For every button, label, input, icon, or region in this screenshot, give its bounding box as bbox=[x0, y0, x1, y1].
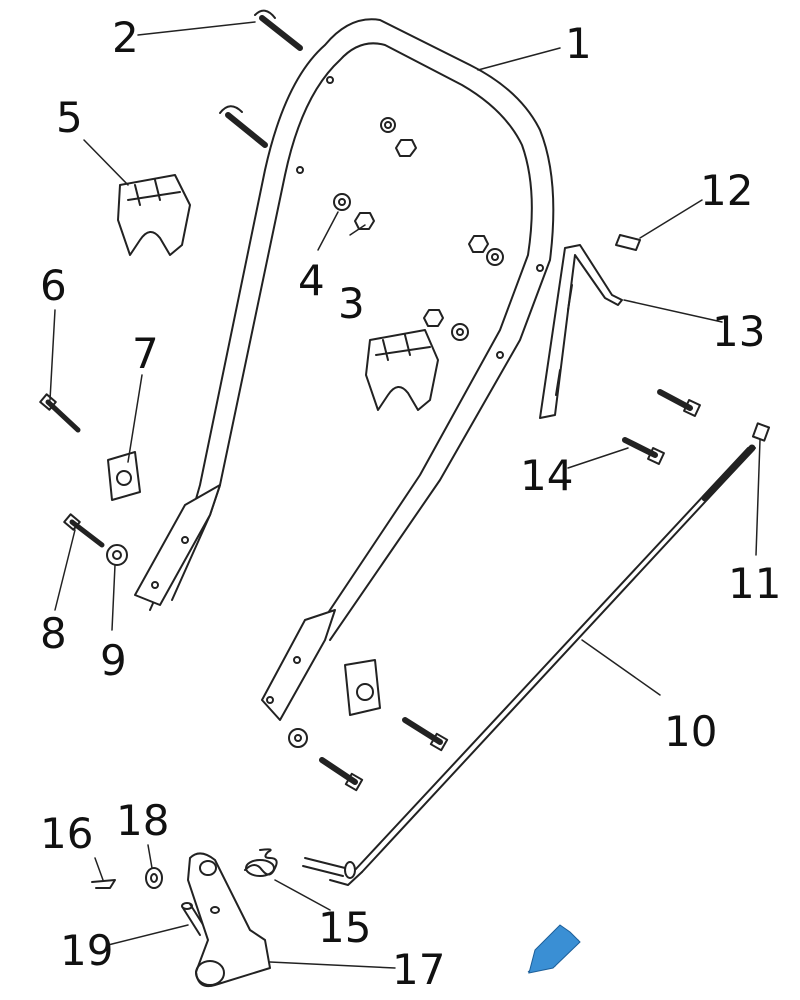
callout-11: 11 bbox=[728, 559, 781, 608]
leader-lines bbox=[49, 21, 761, 969]
clevis-pin bbox=[302, 857, 356, 879]
bolt-lower-b bbox=[319, 757, 364, 792]
bolt-14-upper bbox=[657, 389, 701, 417]
handle-frame bbox=[134, 18, 555, 721]
callout-4: 4 bbox=[298, 256, 325, 305]
bracket-13 bbox=[539, 244, 623, 419]
callout-10: 10 bbox=[664, 707, 717, 756]
callout-5: 5 bbox=[56, 93, 83, 142]
callout-labels: 1 2 3 4 5 6 7 8 9 10 11 12 13 14 15 16 1… bbox=[40, 13, 781, 994]
callout-9: 9 bbox=[100, 636, 127, 685]
callout-6: 6 bbox=[40, 261, 67, 310]
washer-9 bbox=[106, 544, 128, 566]
bolt-upper-second bbox=[219, 105, 268, 148]
callout-13: 13 bbox=[712, 307, 765, 356]
spring-15 bbox=[244, 848, 278, 877]
blue-arrow-icon bbox=[527, 924, 581, 974]
clip-nut-7 bbox=[107, 451, 141, 501]
bolt-lower-a bbox=[402, 717, 449, 752]
washer-lower bbox=[288, 728, 308, 748]
bolt-6 bbox=[39, 393, 81, 433]
washers-nuts-upper bbox=[333, 117, 504, 341]
callout-7: 7 bbox=[132, 329, 159, 378]
rod-cap-11 bbox=[751, 422, 771, 442]
callout-15: 15 bbox=[318, 903, 371, 952]
callout-8: 8 bbox=[40, 609, 67, 658]
control-rod bbox=[329, 444, 756, 886]
clip-nut-lower bbox=[344, 659, 381, 716]
cable-clip-mid bbox=[365, 329, 439, 411]
bolt-8 bbox=[63, 513, 105, 548]
callout-14: 14 bbox=[520, 451, 573, 500]
lever-17 bbox=[187, 852, 271, 988]
washer-18 bbox=[145, 867, 163, 889]
cotter-pin-16 bbox=[91, 879, 116, 889]
cable-clip-left bbox=[117, 174, 191, 256]
clip-12 bbox=[615, 234, 641, 251]
callout-12: 12 bbox=[700, 166, 753, 215]
callout-17: 17 bbox=[392, 945, 445, 994]
callout-18: 18 bbox=[116, 796, 169, 845]
callout-3: 3 bbox=[338, 279, 365, 328]
callout-16: 16 bbox=[40, 809, 93, 858]
bolt-upper bbox=[254, 9, 303, 51]
callout-2: 2 bbox=[112, 13, 139, 62]
callout-1: 1 bbox=[565, 19, 592, 68]
callout-19: 19 bbox=[60, 926, 113, 975]
bolt-14-lower bbox=[622, 437, 665, 465]
